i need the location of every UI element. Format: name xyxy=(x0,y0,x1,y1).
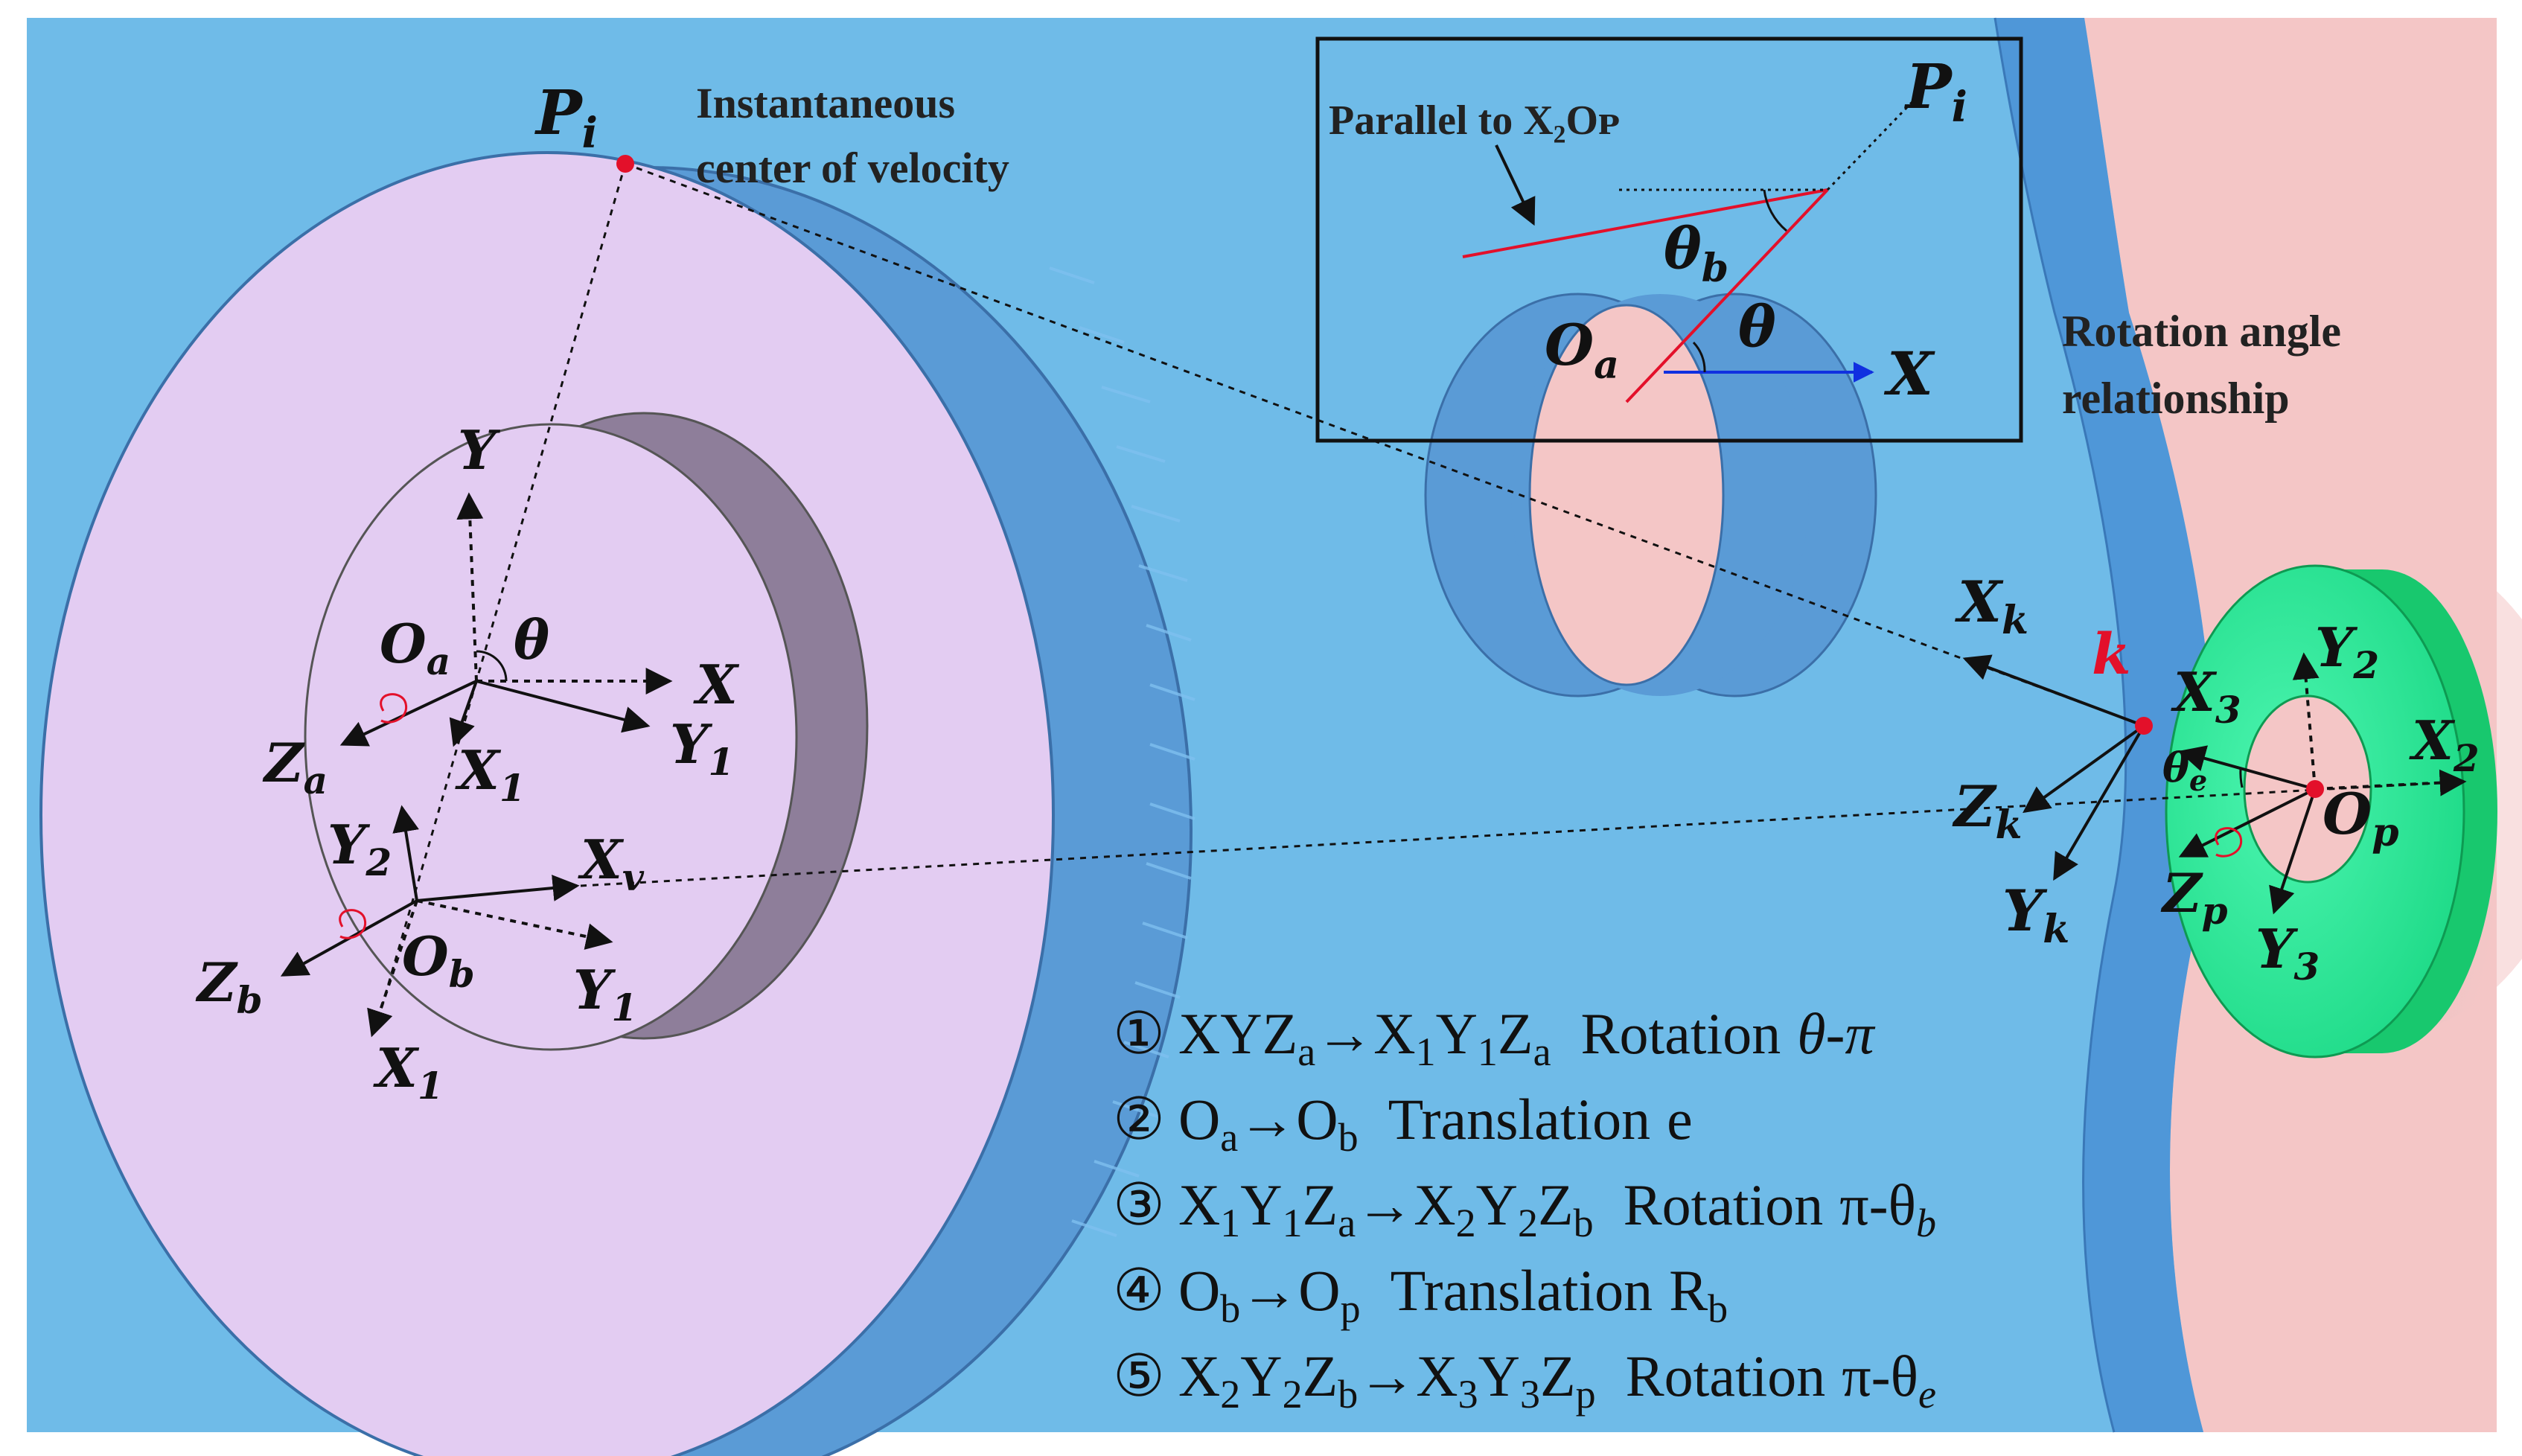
x2-right-arrow xyxy=(2314,769,2467,796)
parallel-pointer xyxy=(1495,144,1536,226)
pi-main-label: Pi xyxy=(534,77,598,158)
y1-lower-label: Y1 xyxy=(573,958,637,1029)
zk-label: Zk xyxy=(1952,773,2023,848)
x1-lower-label: X1 xyxy=(373,1036,444,1108)
ob-label: Ob xyxy=(402,925,475,996)
x1-upper-arrow xyxy=(449,680,478,747)
inset-frame xyxy=(1315,36,2023,443)
rotation-symbol-b xyxy=(339,909,367,939)
x-axis-label: X xyxy=(693,653,740,716)
y-axis-arrow xyxy=(456,492,484,682)
green-wheel xyxy=(2165,564,2497,1059)
oa-label: Oa xyxy=(380,612,450,683)
y2-right-label: Y2 xyxy=(2315,616,2379,687)
pi-to-k-line xyxy=(625,162,2145,727)
y3-arrow xyxy=(2269,788,2317,915)
zp-label: Zp xyxy=(2160,861,2228,933)
rotation-angle-label: Rotation angle xyxy=(2062,307,2341,356)
theta-e-label: θe xyxy=(2162,744,2207,797)
x3-label: X3 xyxy=(2171,660,2241,732)
xv-label: Xv xyxy=(578,828,645,899)
x1-upper-label: X1 xyxy=(455,738,526,810)
zk-arrow xyxy=(2023,724,2145,814)
rotation-symbol-p xyxy=(2215,827,2243,858)
pi-point xyxy=(616,155,634,173)
theta-main-label: θ xyxy=(514,608,549,671)
xv-to-op-line xyxy=(580,780,2465,887)
disc-bore-face xyxy=(304,423,798,1051)
inset-content xyxy=(1462,84,1929,403)
k-point xyxy=(2135,717,2153,735)
yk-arrow xyxy=(2053,724,2145,881)
large-disc xyxy=(39,151,1195,1456)
blue-band xyxy=(1995,18,2214,1432)
y2-left-arrow xyxy=(392,805,419,901)
middle-hole xyxy=(1424,293,1877,697)
zb-label: Zb xyxy=(195,951,263,1022)
xv-arrow xyxy=(416,875,580,902)
y-axis-label: Y xyxy=(458,418,501,482)
instantaneous-label: Instantaneous xyxy=(696,79,955,127)
za-arrow xyxy=(339,680,477,747)
y1-upper-arrow xyxy=(476,680,651,733)
op-point xyxy=(2306,780,2324,798)
theta-inset-label: θ xyxy=(1738,293,1776,360)
xk-label: Xk xyxy=(1955,569,2028,643)
y1-lower-arrow xyxy=(416,899,613,950)
y1-upper-label: Y1 xyxy=(670,712,734,784)
x-inset-label: X xyxy=(1883,339,1935,409)
x2-right-label: X2 xyxy=(2409,709,2480,780)
pi-inset-label: Pi xyxy=(1904,51,1967,132)
zp-arrow xyxy=(2178,788,2316,858)
center-velocity-label: center of velocity xyxy=(696,144,1009,192)
rotation-symbol-a xyxy=(380,693,408,724)
theta-b-label: θb xyxy=(1664,215,1728,291)
x3-arrow xyxy=(2178,745,2316,791)
za-label: Za xyxy=(262,731,328,802)
oa-inset-label: Oa xyxy=(1545,312,1619,388)
theta-arc-main xyxy=(476,650,508,682)
y3-label: Y3 xyxy=(2256,917,2320,989)
y2-right-arrow xyxy=(2292,652,2320,790)
theta-e-arc xyxy=(2239,767,2244,788)
relationship-label: relationship xyxy=(2062,374,2290,423)
yk-label: Yk xyxy=(2002,878,2069,952)
parallel-note: Parallel to X₂Oᴘ xyxy=(1329,98,1621,144)
op-label: Op xyxy=(2323,781,2399,855)
y2-left-label: Y2 xyxy=(328,813,392,884)
k-point-label: k xyxy=(2092,621,2131,687)
xk-arrow xyxy=(1962,654,2145,727)
